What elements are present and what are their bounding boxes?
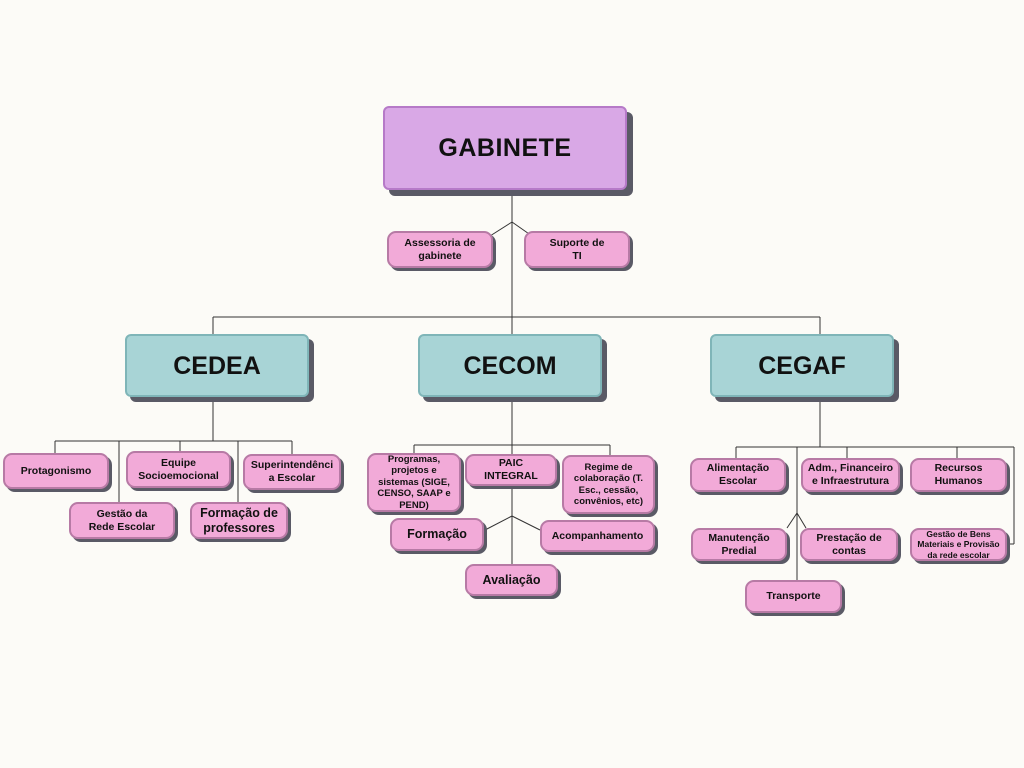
gestao-bens-box: Gestão de Bens Materiais e Provisão da r… [910,528,1007,561]
regime-colaboracao-box: Regime de colaboração (T. Esc., cessão, … [562,455,655,514]
superintendencia-box: Superintendênci a Escolar [243,454,341,490]
formacao-professores-box: Formação de professores [190,502,288,539]
adm-financeiro-box: Adm., Financeiro e Infraestrutura [801,458,900,492]
avaliacao-box: Avaliação [465,564,558,596]
paic-integral-box: PAIC INTEGRAL [465,454,557,486]
recursos-humanos-box: Recursos Humanos [910,458,1007,492]
equipe-socioemocional-box: Equipe Socioemocional [126,451,231,488]
gestao-rede-escolar-box: Gestão da Rede Escolar [69,502,175,539]
assessoria-gabinete-box: Assessoria de gabinete [387,231,493,268]
formacao-box: Formação [390,518,484,551]
protagonismo-box: Protagonismo [3,453,109,489]
cecom-box: CECOM [418,334,602,397]
programas-box: Programas, projetos e sistemas (SIGE, CE… [367,453,461,512]
transporte-box: Transporte [745,580,842,613]
gabinete-box: GABINETE [383,106,627,190]
acompanhamento-box: Acompanhamento [540,520,655,552]
cedea-box: CEDEA [125,334,309,397]
alimentacao-escolar-box: Alimentação Escolar [690,458,786,492]
cegaf-box: CEGAF [710,334,894,397]
manutencao-predial-box: Manutenção Predial [691,528,787,561]
prestacao-contas-box: Prestação de contas [800,528,898,561]
suporte-ti-box: Suporte de TI [524,231,630,268]
